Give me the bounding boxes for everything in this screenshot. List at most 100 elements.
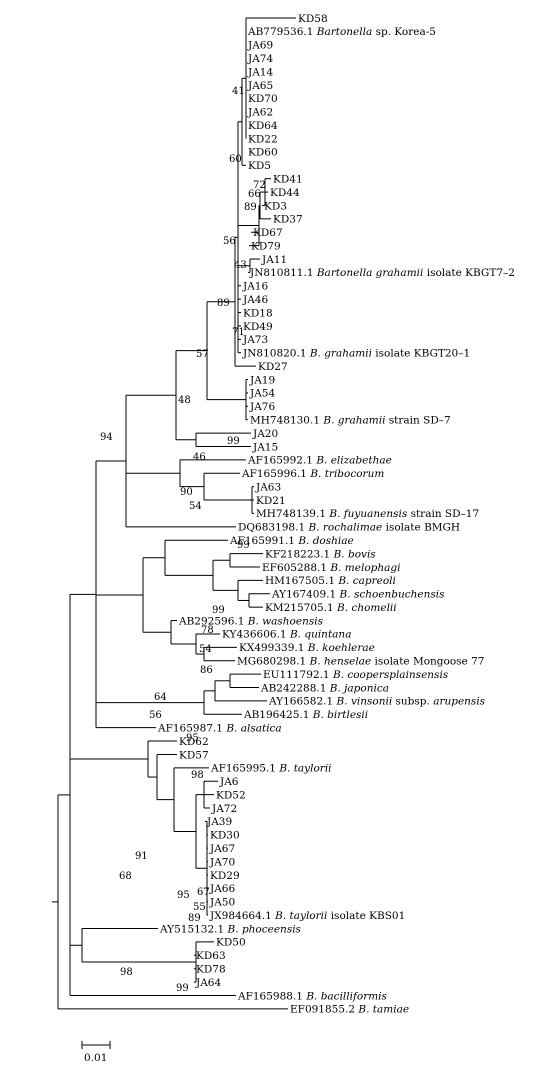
leaf-label-sp: B. taylorii xyxy=(274,910,327,922)
bootstrap-value: 55 xyxy=(193,902,206,913)
leaf-label-code: AB779536.1 xyxy=(247,26,313,38)
leaf-label-mh748130: MH748130.1 B. grahamii strain SD–7 xyxy=(250,415,451,427)
leaf-label-sp: Bartonella xyxy=(316,26,373,38)
leaf-label-sp: B. bacilliformis xyxy=(305,990,387,1002)
leaf-label-code: JA15 xyxy=(252,441,278,453)
leaf-label-sp: B. doshiae xyxy=(297,535,353,547)
leaf-label-code: MH748130.1 xyxy=(250,415,320,427)
leaf-label-af165988: AF165988.1 B. bacilliformis xyxy=(237,990,388,1002)
bootstrap-value: 54 xyxy=(189,501,202,512)
leaf-label-code: JA14 xyxy=(247,66,273,78)
leaf-label-dq683198: DQ683198.1 B. rochalimae isolate BMGH xyxy=(238,522,460,534)
leaf-label-ja19: JA19 xyxy=(249,374,275,386)
leaf-label-ay166582: AY166582.1 B. vinsonii subsp. arupensis xyxy=(268,696,486,708)
leaf-label-ab196425: AB196425.1 B. birtlesii xyxy=(243,709,368,721)
leaf-label-kd64: KD64 xyxy=(248,120,278,132)
leaf-label-sp: B. quintana xyxy=(289,629,352,641)
leaf-label-kd78: KD78 xyxy=(196,963,226,975)
leaf-label-kd3: KD3 xyxy=(264,200,287,212)
leaf-label-mh748139: MH748139.1 B. fuyuanensis strain SD–17 xyxy=(256,508,479,520)
leaf-label-code: JN810811.1 xyxy=(249,267,314,279)
leaf-label-code: JA63 xyxy=(255,481,281,493)
leaf-label-code: JA46 xyxy=(242,294,268,306)
leaf-label-code: MH748139.1 xyxy=(256,508,326,520)
leaf-label-code: AY515132.1 xyxy=(159,923,224,935)
bootstrap-value: 46 xyxy=(193,452,206,463)
leaf-label-code: KD49 xyxy=(243,321,273,333)
bootstrap-value: 86 xyxy=(200,665,213,676)
leaf-label-ja50: JA50 xyxy=(209,897,235,909)
leaf-label-code: KD18 xyxy=(243,307,273,319)
leaf-label-code: JA11 xyxy=(261,254,287,266)
leaf-label-code: HM167505.1 xyxy=(265,575,335,587)
leaf-label-kd21: KD21 xyxy=(256,495,286,507)
leaf-label-hm167505: HM167505.1 B. capreoli xyxy=(265,575,396,587)
leaf-label-kd22: KD22 xyxy=(248,133,278,145)
leaf-label-ja64: JA64 xyxy=(195,977,221,989)
leaf-label-kd5: KD5 xyxy=(248,160,271,172)
bootstrap-value: 67 xyxy=(197,887,210,898)
leaf-label-code: KD62 xyxy=(179,736,209,748)
leaf-label-code: KF218223.1 xyxy=(265,548,330,560)
leaf-label-ja46: JA46 xyxy=(242,294,268,306)
leaf-label-code: JA39 xyxy=(206,816,232,828)
leaf-label-code: KD58 xyxy=(298,13,328,25)
leaf-label-ay167409: AY167409.1 B. schoenbuchensis xyxy=(271,589,445,601)
scale-bar-label: 0.01 xyxy=(84,1052,107,1064)
leaf-label-code: KD64 xyxy=(248,120,278,132)
leaf-label-rest: isolate BMGH xyxy=(382,522,460,534)
leaf-label-ja66: JA66 xyxy=(209,883,235,895)
leaf-label-sp2: arupensis xyxy=(433,696,485,708)
leaf-label-ja76: JA76 xyxy=(249,401,275,413)
bootstrap-value: 48 xyxy=(178,395,191,406)
leaf-label-code: KD41 xyxy=(273,173,303,185)
leaf-label-sp: B. japonica xyxy=(329,682,389,694)
leaf-label-code: AY166582.1 xyxy=(268,696,333,708)
leaf-label-code: KX499339.1 xyxy=(239,642,304,654)
bootstrap-value: 57 xyxy=(196,349,209,360)
leaf-label-code: KD57 xyxy=(179,749,209,761)
bootstrap-value: 99 xyxy=(237,540,250,551)
leaf-label-code: KY436606.1 xyxy=(222,629,287,641)
leaf-label-code: JA76 xyxy=(249,401,275,413)
leaf-label-code: EF605288.1 xyxy=(262,562,327,574)
leaf-label-code: JA20 xyxy=(252,428,278,440)
leaf-label-af165991: AF165991.1 B. doshiae xyxy=(229,535,354,547)
leaf-label-code: JN810820.1 xyxy=(242,348,307,360)
leaf-label-kf218223: KF218223.1 B. bovis xyxy=(265,548,376,560)
leaf-label-code: AF165995.1 xyxy=(210,763,276,775)
leaf-label-code: MG680298.1 xyxy=(237,656,306,668)
bootstrap-value: 90 xyxy=(180,487,193,498)
leaf-label-code: KD67 xyxy=(253,227,283,239)
leaf-label-ja15: JA15 xyxy=(252,441,278,453)
leaf-label-rest: strain SD–7 xyxy=(385,415,450,427)
leaf-label-ja54: JA54 xyxy=(249,388,275,400)
leaf-label-sp: B. melophagi xyxy=(329,562,400,574)
leaf-label-code: JA65 xyxy=(247,80,273,92)
leaf-label-af165992: AF165992.1 B. elizabethae xyxy=(247,455,392,467)
leaf-label-rest: isolate KBGT20–1 xyxy=(372,348,470,360)
bootstrap-value: 95 xyxy=(186,733,199,744)
bootstrap-value: 78 xyxy=(201,625,214,636)
bootstrap-value: 41 xyxy=(232,86,245,97)
leaf-label-rest: isolate KBGT7–2 xyxy=(423,267,515,279)
bootstrap-value: 91 xyxy=(135,851,148,862)
tree-branches xyxy=(52,17,296,1010)
leaf-label-jx984664: JX984664.1 B. taylorii isolate KBS01 xyxy=(209,910,405,922)
leaf-label-code: EU111792.1 xyxy=(263,669,330,681)
bootstrap-value: 99 xyxy=(212,605,225,616)
leaf-label-code: KM215705.1 xyxy=(265,602,334,614)
leaf-label-sp: B. tamiae xyxy=(357,1004,409,1016)
leaf-label-jn810811: JN810811.1 Bartonella grahamii isolate K… xyxy=(249,267,515,279)
leaf-label-code: KD30 xyxy=(210,830,240,842)
bootstrap-value: 56 xyxy=(149,710,162,721)
leaf-label-sp: B. grahamii xyxy=(322,415,385,427)
leaf-label-rest: isolate Mongoose 77 xyxy=(371,656,484,668)
leaf-label-sp: B. henselae xyxy=(309,656,372,668)
leaf-label-af165996: AF165996.1 B. tribocorum xyxy=(241,468,384,480)
leaf-label-ja14: JA14 xyxy=(247,66,273,78)
bootstrap-values: 4160726689564371895748994694905499997854… xyxy=(100,86,266,994)
leaf-label-code: JA69 xyxy=(247,40,273,52)
leaf-label-ay515132: AY515132.1 B. phoceensis xyxy=(159,923,302,935)
leaf-label-sp: B. bovis xyxy=(333,548,377,560)
